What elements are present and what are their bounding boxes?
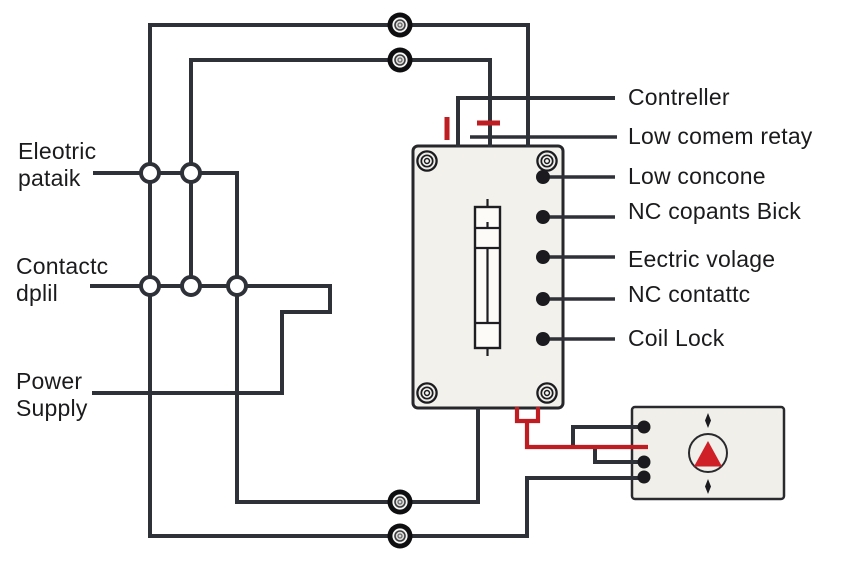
indicator-terminal-dot-1 — [637, 420, 651, 434]
indicator-terminal-dot-3 — [637, 470, 651, 484]
grommet-icon-top-2 — [386, 46, 414, 74]
label-contact: Contactc dplil — [16, 253, 108, 307]
grommet-icon-top-1 — [386, 11, 414, 39]
label-coil-lock: Coil Lock — [628, 325, 725, 351]
junction-node-icon-2 — [180, 162, 202, 184]
label-power-supply-line1: Power — [16, 368, 83, 394]
label-eectric-volage: Eectric volage — [628, 246, 776, 272]
red-coil-wire — [514, 407, 648, 450]
label-contact-line2: dplil — [16, 280, 58, 306]
label-nc-copants-bick: NC copants Bick — [628, 198, 802, 224]
grommet-icon-bottom-1 — [386, 488, 414, 516]
label-contact-line1: Contactc — [16, 253, 109, 279]
label-power-supply-line2: Supply — [16, 395, 88, 421]
terminal-dot-4 — [536, 292, 550, 306]
terminal-dot-1 — [536, 170, 550, 184]
fuse-cartridge — [473, 199, 502, 356]
label-electric-contact-line1: Eleotric — [18, 138, 97, 164]
wire-indicator-top — [571, 425, 644, 445]
wire-outer-loop — [148, 23, 644, 538]
junction-node-icon-4 — [180, 275, 202, 297]
screw-icon-top-left — [416, 150, 438, 172]
indicator-symbol — [688, 413, 728, 494]
wire-contact-power — [90, 284, 332, 395]
junction-node-icon-5 — [226, 275, 248, 297]
label-low-comem-retay: Low comem retay — [628, 123, 813, 149]
junction-node-icon-1 — [139, 162, 161, 184]
indicator-tick-top — [705, 413, 711, 428]
label-controller: Contreller — [628, 84, 730, 110]
wire-indicator-mid — [593, 449, 644, 464]
junction-node-icon-3 — [139, 275, 161, 297]
screw-icon-bottom-right — [536, 382, 558, 404]
terminal-dot-2 — [536, 210, 550, 224]
wire-controller-lead — [456, 96, 615, 147]
terminal-dot-5 — [536, 332, 550, 346]
terminal-dot-3 — [536, 250, 550, 264]
label-electric-contact-line2: pataik — [18, 165, 81, 191]
screw-icon-top-right — [536, 150, 558, 172]
label-electric-contact: Eleotric pataik — [18, 138, 96, 192]
screw-icon-bottom-left — [416, 382, 438, 404]
label-low-concone: Low concone — [628, 163, 766, 189]
red-triangle-icon — [694, 441, 722, 467]
grommet-icon-bottom-2 — [386, 522, 414, 550]
indicator-terminal-dot-2 — [637, 455, 651, 469]
label-power-supply: Power Supply — [16, 368, 88, 422]
indicator-tick-bottom — [705, 479, 711, 494]
label-nc-contattc: NC contattc — [628, 281, 751, 307]
